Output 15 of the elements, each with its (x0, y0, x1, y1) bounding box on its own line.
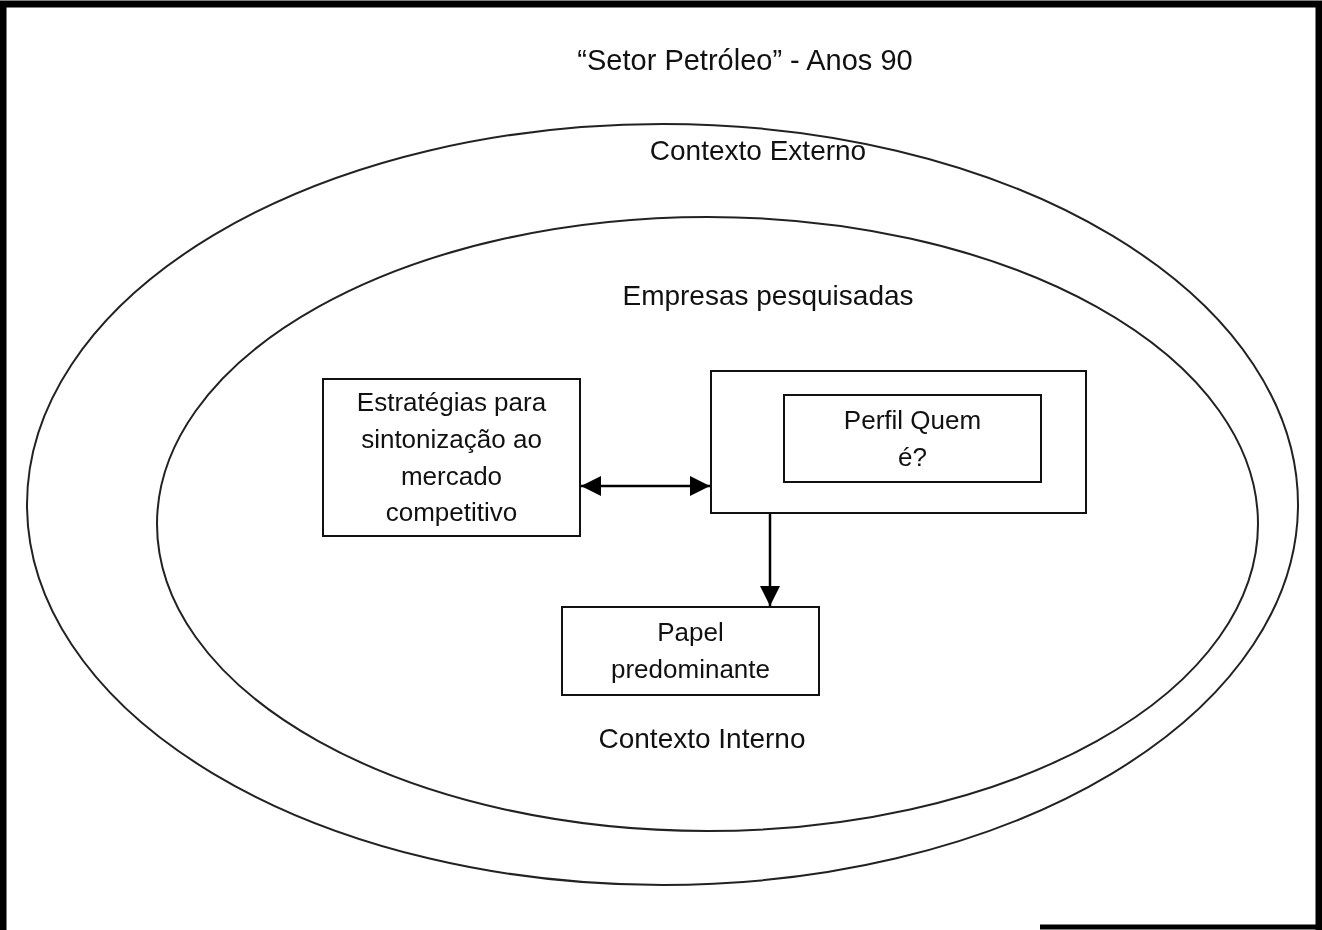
ellipse-region (25, 122, 1300, 887)
process-box (322, 378, 581, 537)
ellipse-region (155, 215, 1260, 833)
diagram-title: “Setor Petróleo” - Anos 90 (577, 44, 913, 77)
box-label: Papel predominante (610, 616, 771, 686)
arrow (760, 514, 780, 606)
process-box (783, 394, 1042, 483)
arrow (581, 476, 710, 496)
region-label: Empresas pesquisadas (622, 280, 914, 312)
region-label: Contexto Externo (649, 135, 867, 167)
process-box (561, 606, 820, 696)
box-label: Perfil Quem é? (842, 403, 983, 474)
box-label: Estratégias para sintonização ao mercado competitivo (355, 385, 548, 530)
region-label: Contexto Interno (598, 723, 806, 755)
process-box (710, 370, 1087, 514)
